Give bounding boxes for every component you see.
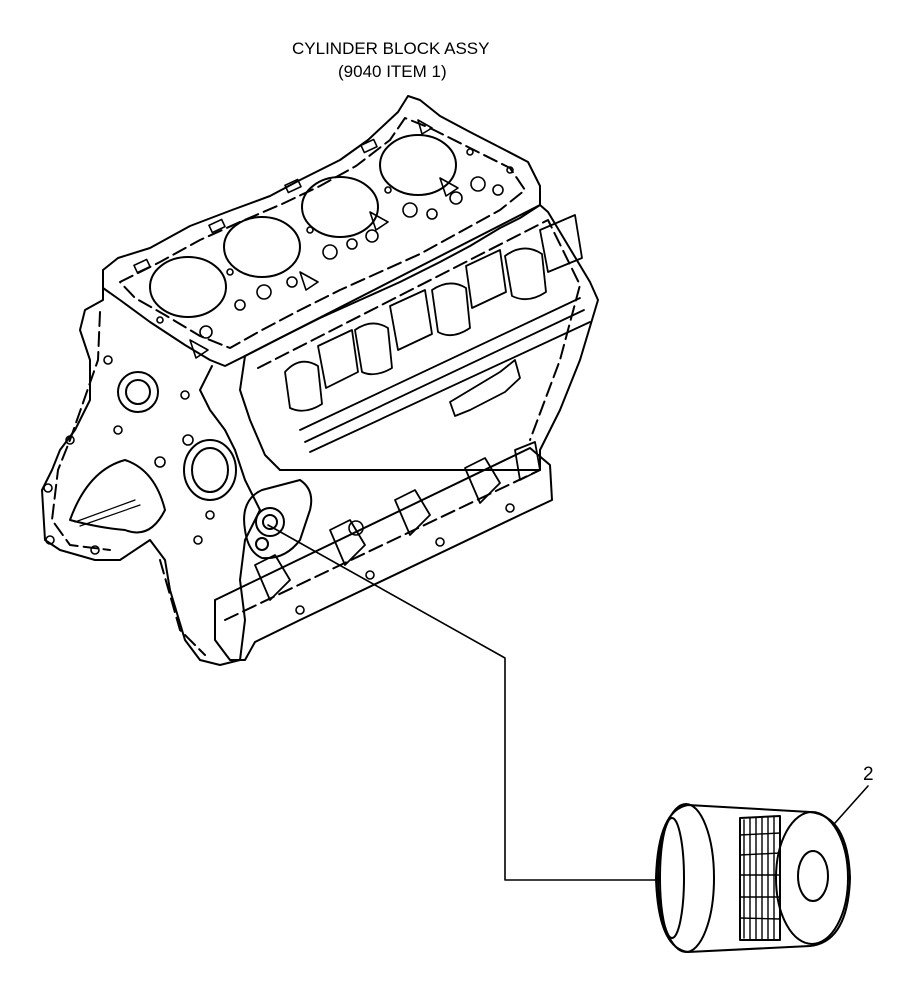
cylinder-bore-3 [301,176,379,238]
oil-gallery-rail [299,297,591,453]
crankshaft-opening-hatch [74,499,141,527]
cylinder-bore-2 [223,216,301,278]
oil-filter-mount-port [262,514,278,530]
pan-rail-bolt-holes [295,503,515,615]
oil-filter-base-face [775,811,849,945]
block-oil-pan-rail [214,447,553,661]
block-deck-gasket-line [119,117,526,349]
block-side-dashed-edge [257,219,581,441]
oil-filter-mount-hole [255,537,269,551]
side-wall-pockets [284,214,583,412]
block-side-face [239,204,599,471]
front-cam-bore-inner [125,379,151,405]
callout-number-2: 2 [863,764,874,785]
front-balancer-bore [183,439,237,501]
oil-filter-center-port [797,850,829,902]
cylinder-bore-4 [379,134,457,196]
oil-filter-grip-ridges [739,815,781,941]
oil-filter-illustration [655,803,851,953]
oil-filter-mount-flange [243,479,313,560]
front-bolt-holes [43,355,215,555]
oil-pressure-fitting [449,359,521,417]
oil-filter-end-cap-rim [659,817,685,939]
front-balancer-bore-inner [191,447,229,493]
assembly-title: CYLINDER BLOCK ASSY [292,39,490,58]
main-bearing-webs [254,441,541,601]
oil-filter-mount-boss [255,507,285,537]
cylinder-block-illustration [41,95,599,666]
oil-filter-body [655,804,851,953]
cylinder-bore-1 [149,256,227,318]
crankshaft-opening [69,459,166,534]
oil-filter-end-cap [657,803,715,953]
oil-filter-grip-band [739,815,781,941]
front-cam-bore [117,371,159,413]
callout-leader-2 [834,785,869,824]
deck-coolant-holes [133,119,514,359]
leader-line [267,524,656,881]
block-front-dashed-edge [51,311,206,656]
block-top-deck [102,95,541,367]
block-front-face [41,269,261,666]
assembly-reference: (9040 ITEM 1) [338,62,447,81]
